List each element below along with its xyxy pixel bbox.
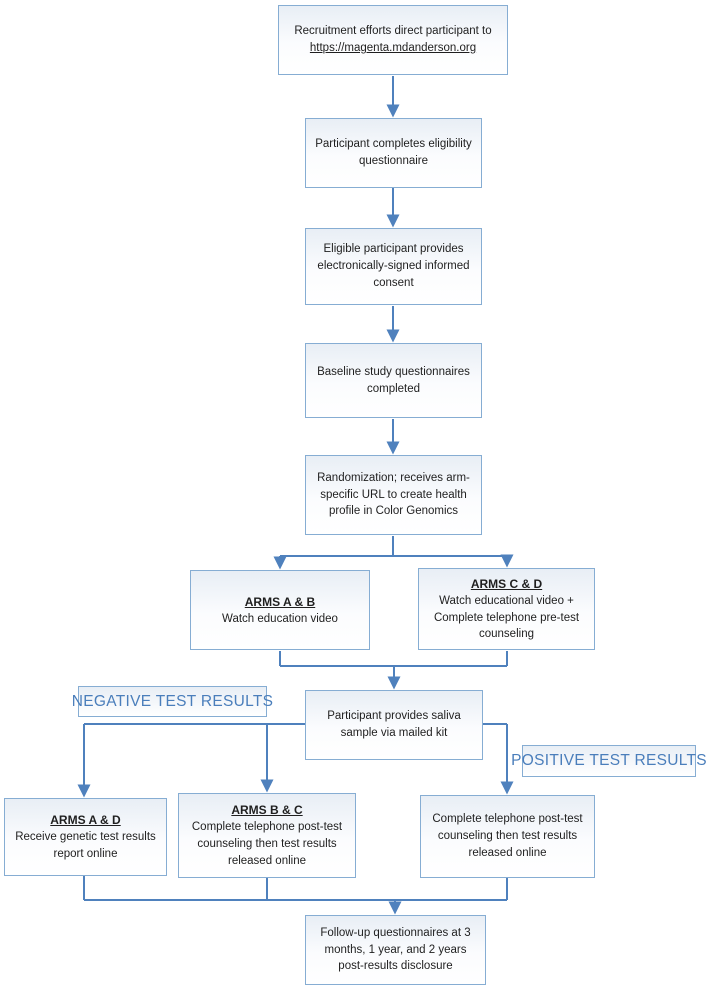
positive-test-results-text: POSITIVE TEST RESULTS bbox=[511, 752, 707, 769]
node-arms-a-b-title: ARMS A & B bbox=[244, 594, 316, 609]
node-arms-a-d: ARMS A & D Receive genetic test results … bbox=[4, 798, 167, 876]
node-arms-a-b-text: Watch education video bbox=[222, 612, 338, 625]
magenta-url-link[interactable]: https://magenta.mdanderson.org bbox=[309, 42, 477, 54]
node-randomization: Randomization; receives arm-specific URL… bbox=[305, 455, 482, 535]
node-baseline-text: Baseline study questionnaires completed bbox=[317, 365, 470, 395]
node-arms-b-c: ARMS B & C Complete telephone post-test … bbox=[178, 793, 356, 878]
node-arms-a-d-title: ARMS A & D bbox=[50, 813, 121, 828]
positive-test-results-label: POSITIVE TEST RESULTS bbox=[511, 745, 707, 777]
node-recruitment-text: Recruitment efforts direct participant t… bbox=[294, 25, 492, 54]
negative-test-results-text: NEGATIVE TEST RESULTS bbox=[71, 692, 274, 710]
node-arms-c-d-title: ARMS C & D bbox=[470, 576, 543, 591]
node-eligibility-text: Participant completes eligibility questi… bbox=[315, 138, 472, 167]
node-arms-b-c-title: ARMS B & C bbox=[231, 803, 303, 818]
negative-test-results-label: NEGATIVE TEST RESULTS bbox=[72, 686, 273, 717]
node-post-test-counseling-text: Complete telephone post-test counseling … bbox=[432, 813, 583, 859]
node-recruitment: Recruitment efforts direct participant t… bbox=[278, 5, 508, 75]
node-arms-a-d-text: Receive genetic test results report onli… bbox=[15, 831, 156, 860]
node-arms-b-c-text: Complete telephone post-test counseling … bbox=[191, 821, 343, 867]
node-arms-a-b: ARMS A & B Watch education video bbox=[190, 570, 370, 650]
node-arms-c-d: ARMS C & D Watch educational video + Com… bbox=[418, 568, 595, 650]
node-post-test-counseling: Complete telephone post-test counseling … bbox=[420, 795, 595, 878]
node-followup-text: Follow-up questionnaires at 3 months, 1 … bbox=[320, 926, 471, 973]
node-followup: Follow-up questionnaires at 3 months, 1 … bbox=[305, 915, 486, 985]
node-arms-c-d-text: Watch educational video + Complete telep… bbox=[433, 594, 580, 641]
node-saliva-sample-text: Participant provides saliva sample via m… bbox=[327, 710, 461, 739]
node-eligibility: Participant completes eligibility questi… bbox=[305, 118, 482, 188]
node-randomization-text: Randomization; receives arm-specific URL… bbox=[317, 471, 470, 518]
node-baseline: Baseline study questionnaires completed bbox=[305, 343, 482, 418]
node-consent-text: Eligible participant provides electronic… bbox=[317, 243, 470, 289]
node-consent: Eligible participant provides electronic… bbox=[305, 228, 482, 305]
node-saliva-sample: Participant provides saliva sample via m… bbox=[305, 690, 483, 760]
